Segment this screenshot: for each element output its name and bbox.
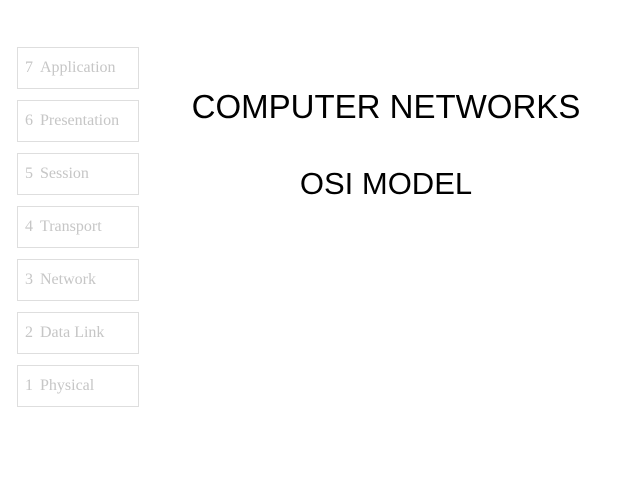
osi-layer-box-presentation[interactable]: 6 Presentation bbox=[17, 100, 139, 142]
osi-layer-label: Network bbox=[40, 271, 96, 288]
osi-layer-stack: 7 Application 6 Presentation 5 Session 4… bbox=[17, 47, 139, 407]
osi-layer-label: Presentation bbox=[40, 112, 120, 129]
page-title: COMPUTER NETWORKS bbox=[191, 88, 581, 125]
osi-layer-box-data-link[interactable]: 2 Data Link bbox=[17, 312, 139, 354]
osi-layer-box-network[interactable]: 3 Network bbox=[17, 259, 139, 301]
osi-layer-number: 6 bbox=[25, 112, 33, 129]
osi-layer-label: Application bbox=[40, 59, 116, 76]
osi-layer-number: 3 bbox=[25, 271, 33, 288]
osi-layer-box-application[interactable]: 7 Application bbox=[17, 47, 139, 89]
osi-layer-number: 2 bbox=[25, 324, 33, 341]
osi-layer-box-transport[interactable]: 4 Transport bbox=[17, 206, 139, 248]
osi-layer-number: 4 bbox=[25, 218, 33, 235]
osi-layer-label: Physical bbox=[40, 377, 95, 394]
osi-layer-number: 7 bbox=[25, 59, 33, 76]
osi-layer-number: 1 bbox=[25, 377, 33, 394]
osi-layer-box-session[interactable]: 5 Session bbox=[17, 153, 139, 195]
osi-layer-number: 5 bbox=[25, 165, 33, 182]
osi-layer-label: Data Link bbox=[40, 324, 105, 341]
page-subtitle: OSI MODEL bbox=[299, 166, 473, 201]
title-block: COMPUTER NETWORKS OSI MODEL bbox=[160, 90, 612, 199]
osi-layer-label: Session bbox=[40, 165, 89, 182]
osi-layer-box-physical[interactable]: 1 Physical bbox=[17, 365, 139, 407]
osi-layer-label: Transport bbox=[40, 218, 102, 235]
